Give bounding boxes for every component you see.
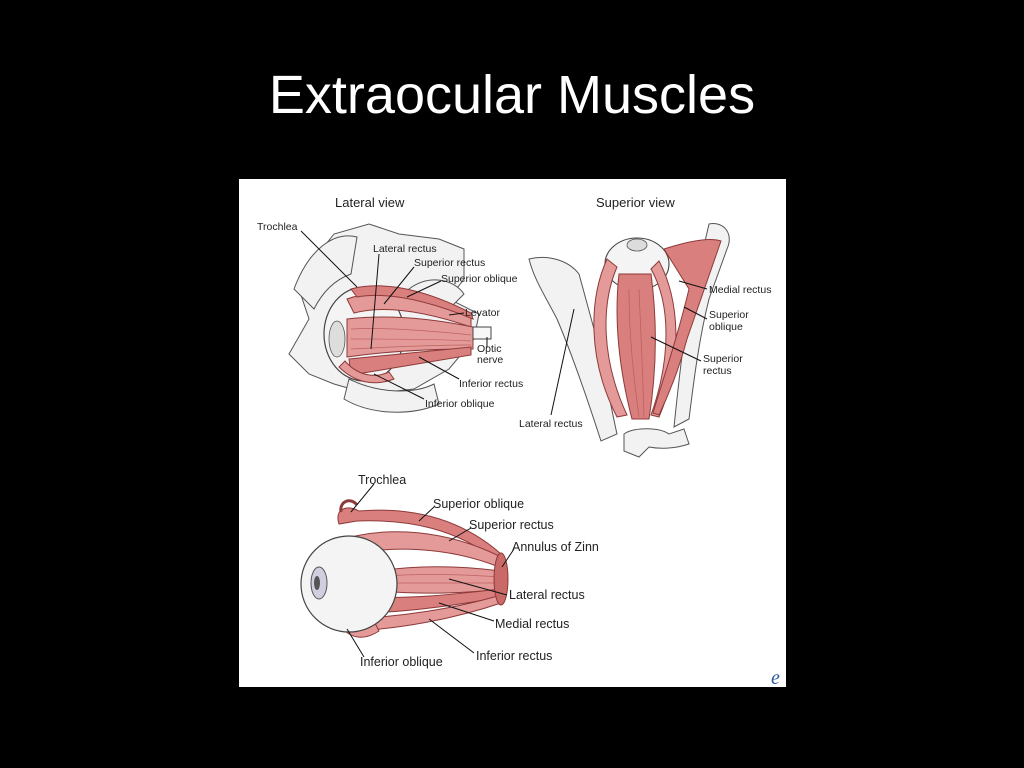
leader-superior-oblique-sup [683,306,708,320]
superior-orbit-bone-left [528,256,618,442]
label-superior-oblique-bot: Superior oblique [433,497,524,511]
leader-inferior-rectus-bot [428,618,475,654]
label-superior-oblique-sup-1: Superior [709,309,749,321]
lateral-view-heading: Lateral view [335,195,405,210]
label-nerve-lat: nerve [477,354,503,366]
superior-muscle-fibers [628,288,645,418]
label-superior-oblique-sup-2: oblique [709,321,743,333]
leader-levator-lat [448,312,465,316]
leader-superior-oblique-lat [406,280,442,298]
leader-superior-oblique-bot [418,506,435,522]
leader-superior-rectus-lat [383,266,415,305]
label-trochlea-lat: Trochlea [257,221,298,233]
lateral-lateral-rectus [346,316,474,358]
anatomy-illustration: Lateral view Trochlea Lateral rectus Sup… [257,195,780,687]
label-superior-oblique-lat: Superior oblique [441,273,518,285]
leader-lateral-rectus-lat [370,253,380,350]
lateral-inferior-rectus [348,346,472,376]
leader-inferior-oblique-lat [373,373,425,400]
bottom-view-panel: Trochlea Superior oblique Superior rectu… [300,473,599,669]
label-inferior-rectus-bot: Inferior rectus [476,649,552,663]
label-superior-rectus-lat: Superior rectus [414,257,485,269]
label-medial-rectus-bot: Medial rectus [495,617,569,631]
label-levator-lat: Levator [465,307,501,319]
leader-superior-rectus-sup [650,336,702,362]
superior-sphenoid [623,428,690,458]
label-inferior-rectus-lat: Inferior rectus [459,378,523,390]
superior-cornea [626,238,648,252]
label-optic-lat: Optic [477,343,502,355]
superior-superior-oblique [652,238,722,416]
superior-lateral-rectus [593,258,628,418]
lateral-view-panel: Lateral view Trochlea Lateral rectus Sup… [257,195,523,413]
label-inferior-oblique-lat: Inferior oblique [425,398,495,410]
lateral-superior-oblique [350,285,474,320]
leader-inferior-rectus-lat [418,356,460,380]
superior-view-panel: Superior view Medial rectus Superior obl… [519,195,771,458]
leader-medial-rectus-sup [678,280,708,290]
bottom-superior-oblique [337,507,502,562]
label-inferior-oblique-bot: Inferior oblique [360,655,443,669]
label-annulus-bot: Annulus of Zinn [512,540,599,554]
bottom-muscle-fibers [383,574,502,584]
lateral-optic-nerve [472,326,492,340]
anatomy-figure: Lateral view Trochlea Lateral rectus Sup… [239,179,786,687]
leader-lateral-rectus-bot [448,578,508,596]
bottom-pupil [314,576,320,590]
superior-superior-rectus [616,273,656,420]
watermark-logo: e [771,667,780,687]
label-superior-rectus-sup-1: Superior [703,353,743,365]
leader-trochlea-lat [300,230,358,288]
label-superior-rectus-sup-2: rectus [703,365,732,377]
label-medial-rectus-sup: Medial rectus [709,284,771,296]
lateral-skull-upper [293,235,358,310]
label-superior-rectus-bot: Superior rectus [469,518,554,532]
bottom-trochlea [339,499,359,513]
leader-annulus-bot [501,548,515,568]
label-lateral-rectus-sup: Lateral rectus [519,418,583,430]
leader-medial-rectus-bot [438,602,495,622]
label-trochlea-bot: Trochlea [358,473,406,487]
superior-view-heading: Superior view [596,195,675,210]
leader-lateral-rectus-sup [550,308,575,416]
leader-inferior-oblique-bot [346,628,365,658]
leader-superior-rectus-bot [448,527,472,542]
leader-trochlea-bot [350,483,375,513]
lateral-skull-lower [343,378,440,413]
label-lateral-rectus-bot: Lateral rectus [509,588,585,602]
lateral-cornea [328,320,346,358]
label-lateral-rectus-lat: Lateral rectus [373,243,437,255]
lateral-muscle-fibers [350,328,472,350]
slide-title: Extraocular Muscles [268,65,756,125]
